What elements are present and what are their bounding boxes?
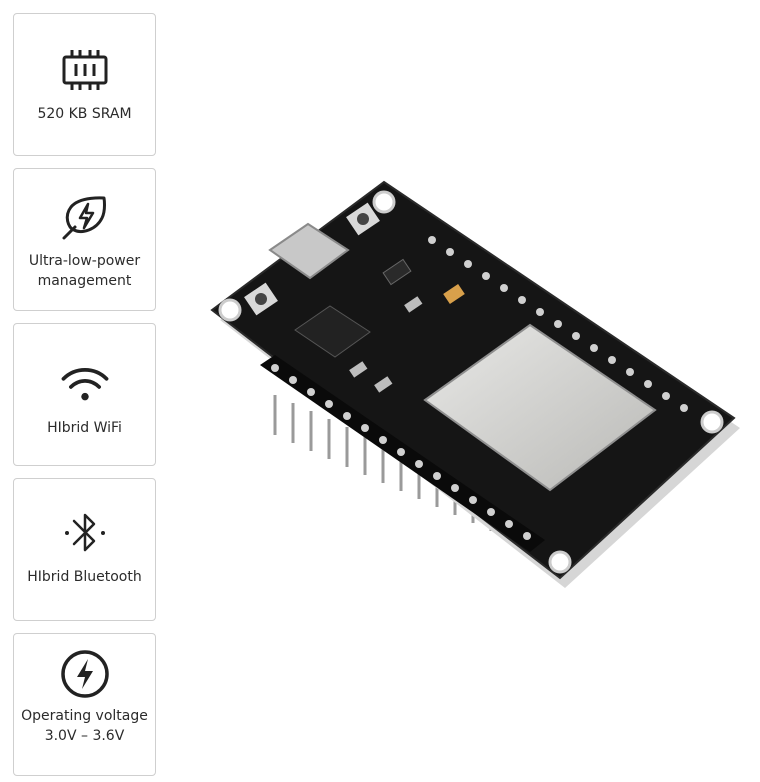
feature-label: HIbrid WiFi xyxy=(47,420,122,436)
feature-label: Operating voltage xyxy=(21,708,148,724)
feature-label: Ultra-low-power management xyxy=(28,253,141,289)
feature-label: HIbrid Bluetooth xyxy=(27,569,142,585)
esp32-board-image xyxy=(200,170,745,630)
feature-card-bluetooth: HIbrid Bluetooth xyxy=(13,478,156,621)
feature-card-power: Ultra-low-power management xyxy=(13,168,156,311)
feature-card-wifi: HIbrid WiFi xyxy=(13,323,156,466)
memory-chip-icon xyxy=(59,44,111,96)
feature-card-voltage: Operating voltage 3.0V – 3.6V xyxy=(13,633,156,776)
feature-card-sram: 520 KB SRAM xyxy=(13,13,156,156)
wifi-icon xyxy=(59,358,111,410)
leaf-power-icon xyxy=(59,191,111,243)
feature-label: 520 KB SRAM xyxy=(37,106,132,122)
feature-sublabel: 3.0V – 3.6V xyxy=(44,728,125,744)
lightning-icon xyxy=(59,648,111,700)
bluetooth-icon xyxy=(59,507,111,559)
